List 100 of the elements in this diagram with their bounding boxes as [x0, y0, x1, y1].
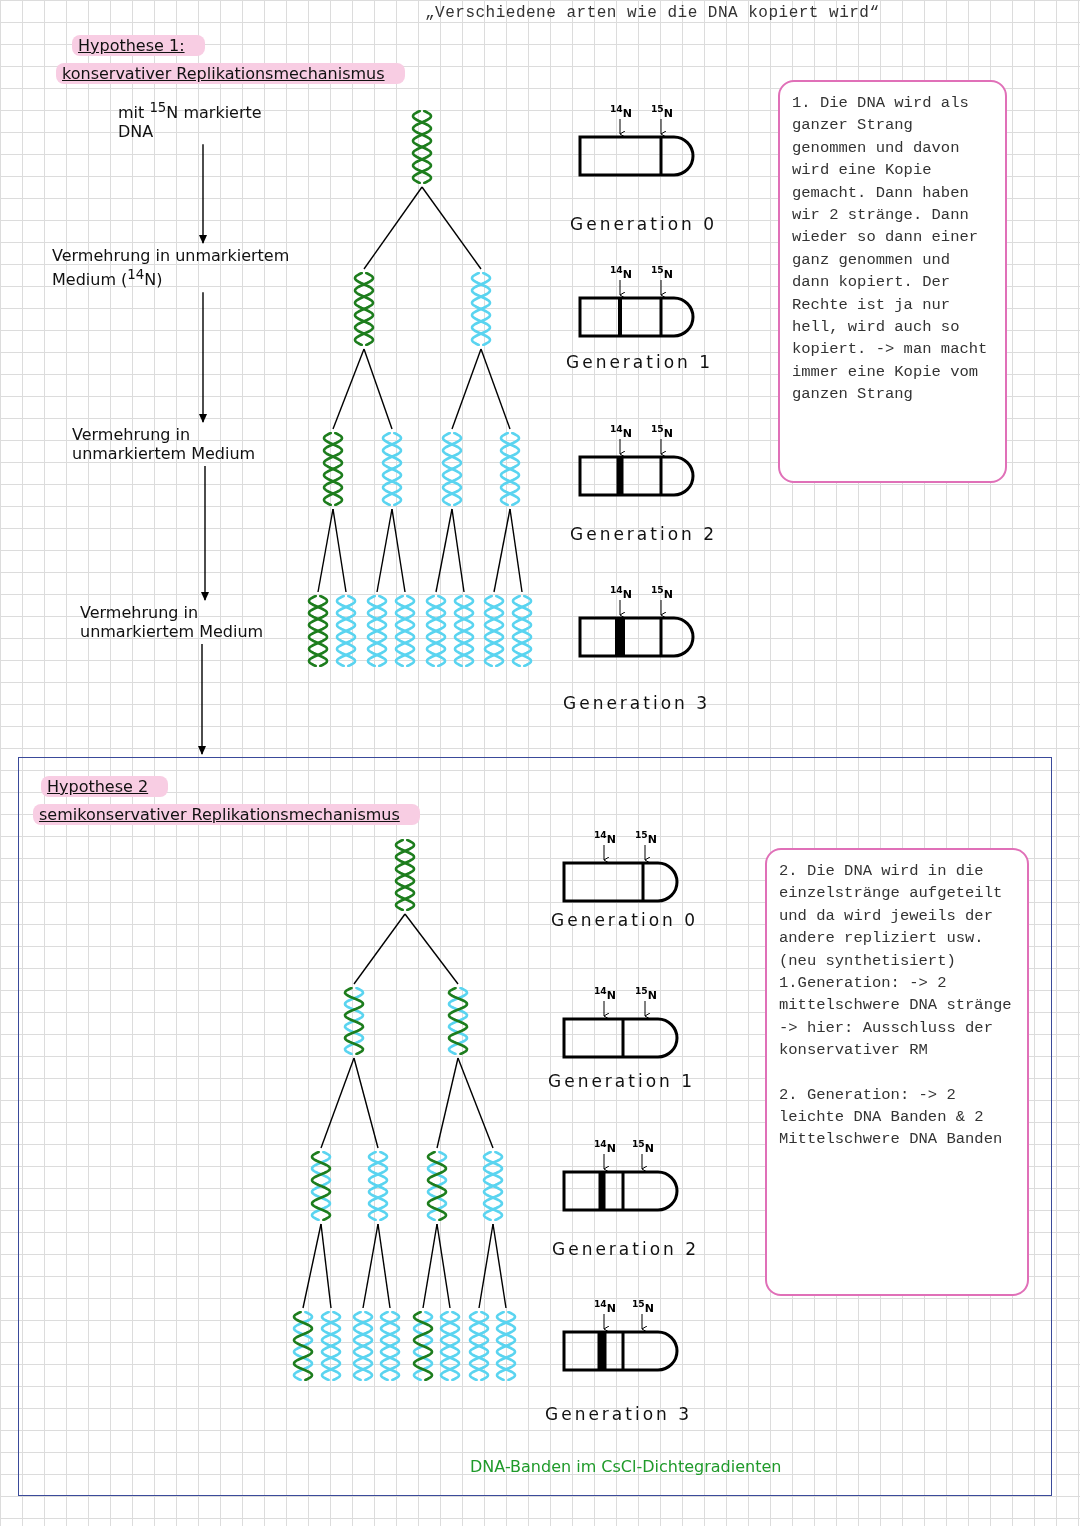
dna-helix-drawing — [307, 595, 329, 667]
dna-helix-drawing — [353, 272, 375, 346]
dna-helix-drawing — [439, 1311, 461, 1381]
generation-label: Generation 3 — [545, 1404, 693, 1424]
connector-line — [332, 508, 347, 593]
generation-label: Generation 2 — [570, 524, 718, 544]
isotope-label: $^{14}$N — [594, 829, 616, 846]
dna-helix-drawing — [411, 110, 433, 184]
dna-helix-drawing — [352, 1311, 374, 1381]
dna-helix-drawing — [366, 595, 388, 667]
connector-line — [436, 1223, 451, 1309]
isotope-label: $^{15}$N — [651, 103, 673, 120]
isotope-label: $^{15}$N — [632, 1138, 654, 1155]
generation-label: Generation 2 — [552, 1239, 700, 1259]
connector-line — [391, 508, 406, 593]
note-text: 1. Die DNA wird als ganzer Strang genommen und davon wird eine Kopie gemacht. Dann haben wir 2 stränge. Dann wieder so dann einer ganz genommen und dann kopiert. Der Rechte ist ja nur hell, wird auch so kopiert. -> man macht immer eine Kopie vom ganzen Strang — [792, 93, 989, 406]
dna-helix-drawing — [495, 1311, 517, 1381]
connector-line — [320, 1057, 355, 1149]
dna-helix-drawing — [483, 595, 505, 667]
dna-helix-drawing — [412, 1311, 434, 1381]
isotope-label: $^{14}$N — [610, 584, 632, 601]
dna-helix-drawing — [381, 432, 403, 506]
arrow — [201, 465, 209, 601]
note-text: 2. Die DNA wird in die einzelstränge aufgeteilt und da wird jeweils der andere repliziert usw. (neu synthetisiert) 1.Generation: -> 2 mittelschwere DNA stränge -> hier: Ausschluss der konservativer RM — [779, 861, 1013, 1062]
connector-line — [377, 1223, 391, 1309]
dna-helix-drawing — [394, 839, 416, 911]
connector-line — [492, 1223, 507, 1309]
connector-line — [451, 348, 482, 430]
connector-line — [457, 1057, 494, 1149]
isotope-label: $^{15}$N — [651, 264, 673, 281]
isotope-label: $^{15}$N — [651, 423, 673, 440]
hypothesis-frame — [18, 757, 1052, 1496]
isotope-label: $^{14}$N — [594, 1298, 616, 1315]
dna-helix-drawing — [482, 1151, 504, 1221]
isotope-label: $^{14}$N — [610, 264, 632, 281]
dna-helix-drawing — [468, 1311, 490, 1381]
dna-helix-drawing — [322, 432, 344, 506]
connector-line — [363, 186, 423, 270]
heading-label: Hypothese 1: — [72, 35, 205, 56]
connector-line — [332, 348, 365, 430]
isotope-label: $^{14}$N — [594, 985, 616, 1002]
step-label: Vermehrung in unmarkiertem Medium — [80, 603, 300, 641]
connector-line — [404, 913, 459, 985]
step-label: mit $^{15}$N markierte DNA — [118, 98, 293, 142]
dna-helix-drawing — [292, 1311, 314, 1381]
dna-helix-drawing — [441, 432, 463, 506]
isotope-label: $^{15}$N — [632, 1298, 654, 1315]
connector-line — [320, 1223, 332, 1309]
connector-line — [480, 348, 511, 430]
connector-line — [478, 1223, 494, 1309]
note-box — [765, 848, 1029, 1296]
generation-label: Generation 0 — [570, 214, 718, 234]
connector-line — [421, 186, 482, 270]
heading-label: Hypothese 2 — [41, 776, 169, 797]
dna-helix-drawing — [511, 595, 533, 667]
connector-line — [435, 508, 453, 593]
dna-helix-drawing — [367, 1151, 389, 1221]
dna-helix-drawing — [310, 1151, 332, 1221]
connector-line — [363, 348, 393, 430]
connector-line — [376, 508, 393, 593]
isotope-label: $^{15}$N — [635, 985, 657, 1002]
connector-line — [509, 508, 523, 593]
connector-line — [353, 913, 406, 985]
connector-line — [302, 1223, 322, 1309]
page-title: „Verschiedene arten wie die DNA kopiert wird“ — [425, 4, 880, 22]
step-label: Vermehrung in unmarkiertem Medium — [72, 425, 292, 463]
note-text: 2. Generation: -> 2 leichte DNA Banden & 2 Mittelschwere DNA Banden — [779, 1084, 1004, 1151]
connector-line — [422, 1223, 438, 1309]
arrow — [199, 143, 207, 244]
subheading-label: konservativer Replikationsmechanismus — [56, 63, 405, 84]
generation-label: Generation 1 — [566, 352, 714, 372]
connector-line — [436, 1057, 459, 1149]
dna-helix-drawing — [343, 987, 365, 1055]
dna-helix-drawing — [425, 595, 447, 667]
subheading-label: semikonservativer Replikationsmechanismus — [33, 804, 420, 825]
arrow — [198, 643, 206, 755]
isotope-label: $^{15}$N — [635, 829, 657, 846]
dna-helix-drawing — [453, 595, 475, 667]
dna-helix-drawing — [499, 432, 521, 506]
step-label: Vermehrung in unmarkiertem Medium ($^{14}$N) — [52, 246, 322, 290]
dna-helix-drawing — [426, 1151, 448, 1221]
connector-line — [493, 508, 511, 593]
generation-label: Generation 3 — [563, 693, 711, 713]
connector-line — [451, 508, 465, 593]
isotope-label: $^{14}$N — [594, 1138, 616, 1155]
dna-helix-drawing — [379, 1311, 401, 1381]
dna-helix-drawing — [394, 595, 416, 667]
dna-helix-drawing — [320, 1311, 342, 1381]
arrow — [199, 291, 207, 423]
isotope-label: $^{14}$N — [610, 103, 632, 120]
connector-line — [362, 1223, 379, 1309]
dna-helix-drawing — [447, 987, 469, 1055]
caption: DNA-Banden im CsCl-Dichtegradienten — [470, 1457, 782, 1476]
note-box — [778, 80, 1007, 483]
isotope-label: $^{15}$N — [651, 584, 673, 601]
isotope-label: $^{14}$N — [610, 423, 632, 440]
connector-line — [317, 508, 334, 593]
dna-helix-drawing — [335, 595, 357, 667]
generation-label: Generation 0 — [551, 910, 699, 930]
dna-helix-drawing — [470, 272, 492, 346]
